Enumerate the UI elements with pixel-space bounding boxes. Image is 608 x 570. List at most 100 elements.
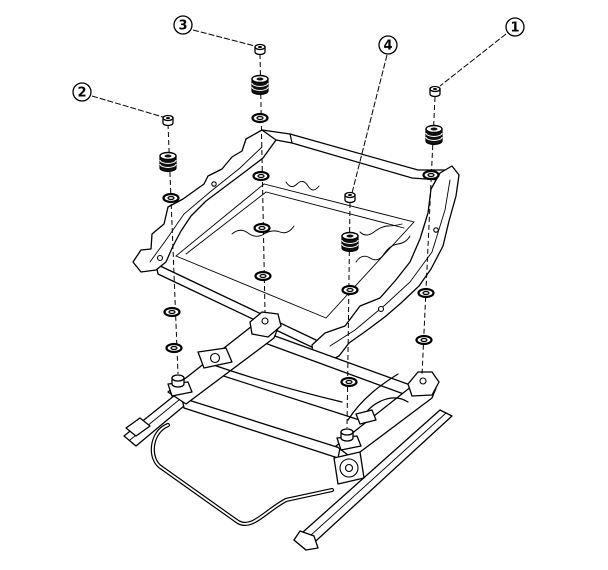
- spacer-rib: [341, 243, 359, 248]
- washer-inner: [427, 172, 435, 178]
- callout-number: 1: [510, 21, 519, 36]
- spacer-bore: [164, 154, 172, 158]
- washer-outer: [415, 334, 433, 346]
- fastener-washer: [254, 270, 272, 282]
- right-side-member-flange-edge: [329, 179, 451, 347]
- fastener-washer: [417, 287, 435, 299]
- fastener-washer: [252, 170, 270, 182]
- nut-thread-hole: [348, 194, 352, 196]
- front-right-mounting-bolt: [336, 428, 362, 451]
- fastener-spacer: [251, 74, 269, 96]
- wiring-connector: [355, 409, 377, 425]
- upper-seat-frame: [132, 129, 460, 364]
- fastener-washer: [341, 284, 359, 296]
- seat-spring-wire: [285, 181, 320, 191]
- assembly-axis-line: [346, 202, 351, 429]
- washer-inner: [168, 309, 176, 315]
- spacer-rib: [341, 239, 359, 244]
- front-left-mounting-bolt: [167, 374, 193, 397]
- washer-inner: [422, 290, 430, 296]
- left-side-member-hole: [211, 181, 217, 187]
- rear-right-mounting-bracket: [407, 371, 440, 397]
- left-track-end-latch: [125, 417, 151, 437]
- callout-circle: [173, 15, 193, 35]
- fastener-stacks: [159, 43, 443, 388]
- washer-inner: [258, 225, 266, 231]
- callout-leader-line: [351, 54, 388, 194]
- washer-inner: [345, 379, 353, 385]
- washer-inner: [259, 273, 267, 279]
- spacer-rib: [251, 82, 269, 87]
- washer-outer: [165, 342, 183, 354]
- lower-frame-left-riser: [167, 325, 279, 405]
- callout-1: 1: [439, 17, 525, 87]
- bolt-head-top: [340, 428, 354, 436]
- fastener-spacer: [159, 151, 177, 173]
- fastener-nut: [162, 114, 174, 127]
- callout-2: 2: [72, 82, 164, 118]
- bracket-bolt-hole: [419, 377, 427, 385]
- washer-outer: [341, 284, 359, 296]
- seat-spring-wire: [355, 235, 411, 263]
- spacer-bore: [430, 127, 438, 131]
- upper-frame-rear-edge: [261, 129, 446, 171]
- seat-adjuster-motor: [333, 451, 365, 485]
- wiring-harness: [204, 361, 343, 403]
- right-track-end-tab: [293, 530, 319, 551]
- right-side-member-hole: [433, 227, 439, 233]
- spacer-rib: [425, 132, 443, 137]
- fastener-nut: [344, 191, 356, 204]
- callout-number: 3: [178, 19, 187, 34]
- washer-outer: [162, 192, 180, 204]
- spacer-rib: [159, 159, 177, 164]
- assembly-axis-line: [259, 53, 266, 313]
- seat-spring-wire: [359, 223, 403, 236]
- washer-outer: [252, 170, 270, 182]
- fastener-washer: [251, 112, 269, 124]
- callout-leader-line: [91, 95, 164, 118]
- washer-outer: [417, 287, 435, 299]
- bolt-head-top: [171, 374, 185, 382]
- fastener-washer: [163, 306, 181, 318]
- upper-frame-pan-inner-edge: [185, 191, 405, 255]
- washer-inner: [170, 345, 178, 351]
- callout-circle: [378, 35, 398, 55]
- callout-4: 4: [351, 35, 398, 194]
- washer-inner: [420, 337, 428, 343]
- lower-seat-adjuster-frame: [123, 311, 453, 551]
- lower-frame-front-cross-tube: [181, 397, 341, 459]
- washer-outer: [253, 222, 271, 234]
- callout-number: 2: [77, 86, 86, 101]
- callout-circle: [72, 82, 92, 102]
- washer-inner: [346, 287, 354, 293]
- nut-thread-hole: [166, 117, 170, 119]
- callout-circle: [505, 17, 525, 37]
- callout-3: 3: [173, 15, 256, 47]
- washer-inner: [257, 173, 265, 179]
- fastener-washer: [340, 376, 358, 388]
- fastener-nut: [429, 85, 441, 98]
- spacer-bore: [256, 77, 264, 81]
- washer-outer: [251, 112, 269, 124]
- left-side-member-hole: [156, 254, 164, 262]
- fastener-washer: [253, 222, 271, 234]
- washer-inner: [167, 195, 175, 201]
- bracket-bolt-hole: [261, 317, 269, 325]
- assembly-axis-line: [421, 96, 436, 376]
- release-wire-core: [152, 424, 333, 525]
- wiring-harness: [347, 373, 399, 421]
- washer-outer: [254, 270, 272, 282]
- fastener-washer: [415, 334, 433, 346]
- callout-leader-line: [439, 33, 507, 87]
- washer-inner: [256, 115, 264, 121]
- fastener-washer: [422, 169, 440, 181]
- rear-left-mounting-bracket: [249, 311, 282, 338]
- nut-thread-hole: [258, 46, 262, 48]
- spacer-rib: [425, 136, 443, 141]
- seat-adjuster-gearbox: [197, 347, 233, 369]
- upper-frame-pan-outline: [175, 183, 415, 319]
- washer-outer: [340, 376, 358, 388]
- spacer-rib: [159, 163, 177, 168]
- fastener-nut: [254, 43, 266, 56]
- upper-frame-rear-lip: [275, 133, 441, 181]
